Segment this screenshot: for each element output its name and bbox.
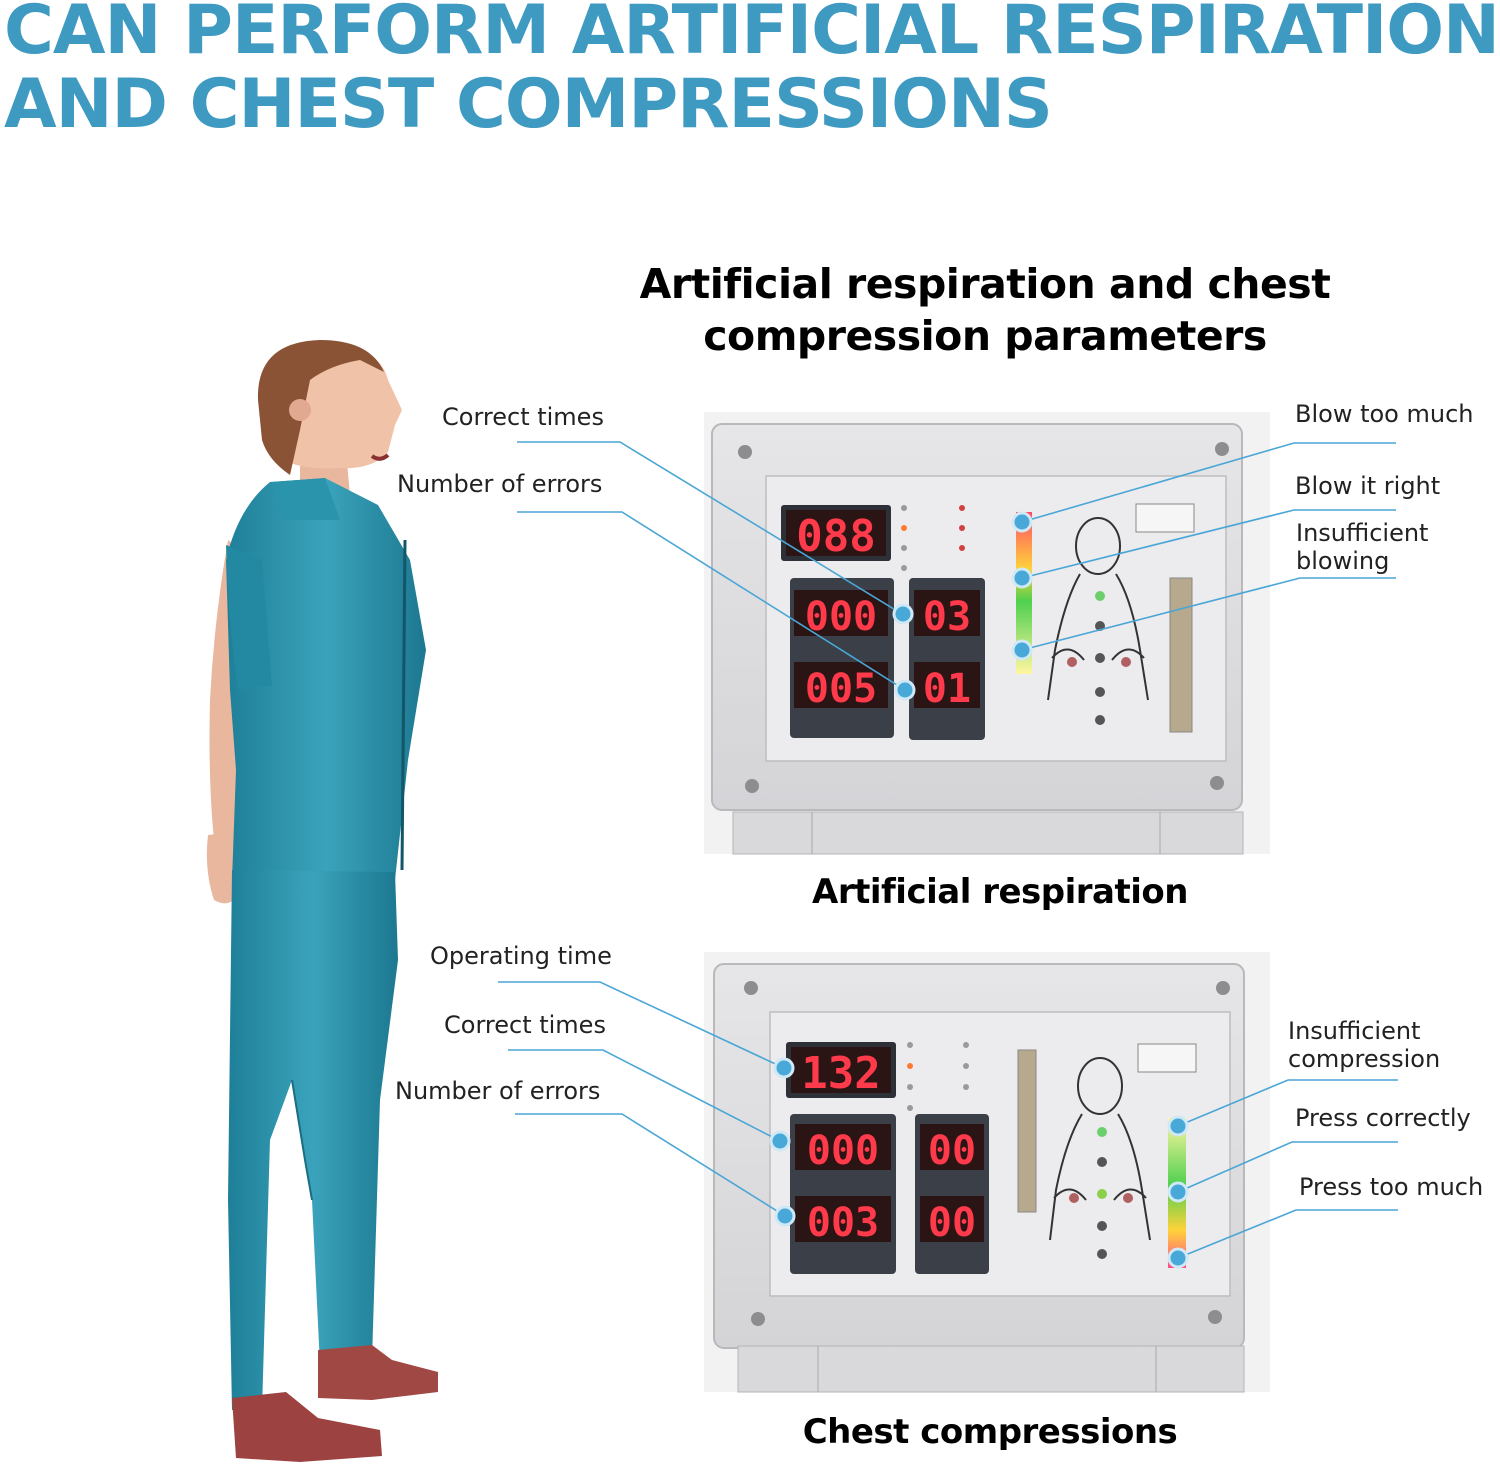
comp-display-top: 132 <box>801 1048 880 1099</box>
control-panel-compression: 132 000 003 00 00 <box>704 952 1270 1393</box>
comp-leader-lines <box>498 981 1398 1259</box>
comp-label-insufficient-compression: Insufficient compression <box>1288 1017 1441 1073</box>
comp-caption: Chest compressions <box>802 1412 1178 1452</box>
section-title: Artificial respiration and chest compres… <box>600 258 1370 362</box>
resp-display-right-top: 03 <box>923 594 971 640</box>
resp-display-left-bottom: 005 <box>805 666 877 712</box>
resp-display-top: 088 <box>796 511 875 562</box>
comp-display-left-bottom: 003 <box>807 1200 879 1246</box>
resp-label-blow-too-much: Blow too much <box>1295 400 1474 428</box>
comp-display-left-top: 000 <box>807 1128 879 1174</box>
resp-label-correct-times: Correct times <box>442 403 604 431</box>
comp-label-operating-time: Operating time <box>430 942 612 970</box>
headline: CAN PERFORM ARTIFICIAL RESPIRATION AND C… <box>4 0 1500 144</box>
resp-display-left-top: 000 <box>805 594 877 640</box>
resp-leader-lines <box>517 441 1396 691</box>
control-panel-respiration: 088 000 005 03 01 <box>704 412 1270 855</box>
resp-label-blow-it-right: Blow it right <box>1295 472 1441 500</box>
comp-display-right-bottom: 00 <box>928 1200 976 1246</box>
resp-label-insufficient-blowing: Insufficient blowing <box>1296 519 1429 575</box>
comp-label-number-of-errors: Number of errors <box>395 1077 601 1105</box>
section-title-line-1: Artificial respiration and chest <box>639 260 1331 308</box>
comp-label-press-too-much: Press too much <box>1299 1173 1484 1201</box>
resp-indicator-dots <box>892 511 1033 701</box>
comp-display-right-top: 00 <box>928 1128 976 1174</box>
headline-line-1: CAN PERFORM ARTIFICIAL RESPIRATION <box>4 0 1500 70</box>
resp-caption: Artificial respiration <box>812 872 1188 912</box>
section-title-line-2: compression parameters <box>703 312 1267 360</box>
comp-label-press-correctly: Press correctly <box>1295 1104 1471 1132</box>
resp-display-right-bottom: 01 <box>923 666 971 712</box>
cpr-manikin-figure <box>206 340 438 1462</box>
resp-label-number-of-errors: Number of errors <box>397 470 603 498</box>
comp-label-correct-times: Correct times <box>444 1011 606 1039</box>
comp-indicator-dots <box>769 1057 1189 1269</box>
headline-line-2: AND CHEST COMPRESSIONS <box>4 65 1053 144</box>
